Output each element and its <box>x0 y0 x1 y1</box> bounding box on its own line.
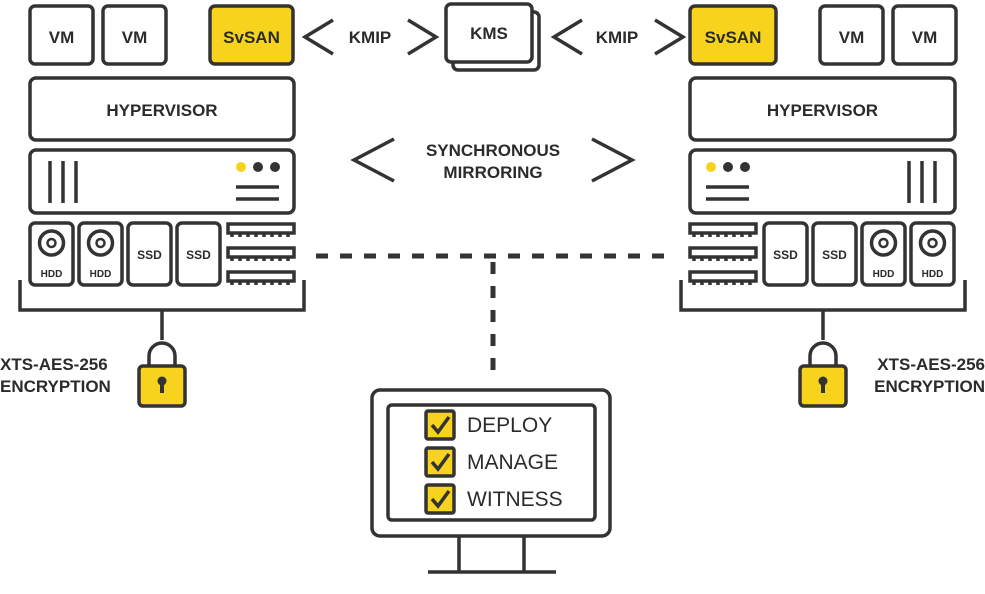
hdd-platter-icon <box>86 229 115 257</box>
left-drive-2-label: HDD <box>90 269 112 280</box>
memory-module-icon <box>226 222 296 235</box>
checkmark-icon <box>430 452 451 472</box>
left-encryption-line2: ENCRYPTION <box>0 377 111 396</box>
memory-module-icon <box>688 222 758 235</box>
kms-group: KMS KMIP KMIP <box>301 2 687 72</box>
checklist-item-deploy: DEPLOY <box>424 409 552 441</box>
left-drive-hdd-1: HDD <box>28 221 75 287</box>
left-drive-3-label: SSD <box>137 248 162 262</box>
left-memory-modules <box>226 222 296 285</box>
mirroring-line2: MIRRORING <box>443 163 542 182</box>
mirroring-arrow-right-icon <box>591 137 636 183</box>
left-vm-2-box <box>101 4 168 66</box>
left-drive-1-label: HDD <box>41 269 63 280</box>
mirroring-arrow-left-icon <box>350 137 395 183</box>
memory-module-icon <box>688 246 758 259</box>
right-kmip-arrow-left-icon <box>550 18 583 56</box>
right-kmip-label: KMIP <box>596 28 639 47</box>
left-drive-ssd-1: SSD <box>126 221 173 287</box>
management-monitor-icon: DEPLOY MANAGE WITNESS <box>370 388 612 574</box>
monitor-screen <box>386 403 597 522</box>
witness-checkbox-icon <box>424 483 456 515</box>
right-host: SvSAN VM VM HYPERVISOR SSD <box>679 4 985 408</box>
left-padlock-icon <box>137 341 187 408</box>
right-hypervisor-box <box>688 76 957 142</box>
memory-module-icon <box>226 270 296 283</box>
deploy-checkbox-icon <box>424 409 456 441</box>
right-server-led-1 <box>723 162 733 172</box>
right-padlock-icon <box>798 341 848 408</box>
right-server-led-yellow <box>706 162 716 172</box>
right-server-led-2 <box>740 162 750 172</box>
right-vm-1-box <box>818 4 885 66</box>
checkmark-icon <box>430 415 451 435</box>
right-drive-hdd-2: HDD <box>909 221 956 287</box>
right-svsan-box <box>688 4 778 66</box>
right-drive-ssd-2: SSD <box>811 221 858 287</box>
right-svsan-label: SvSAN <box>705 28 762 47</box>
right-vm-2-label: VM <box>912 28 938 47</box>
left-encryption-line1: XTS-AES-256 <box>0 355 108 374</box>
left-hypervisor-label: HYPERVISOR <box>106 101 217 120</box>
left-svsan-box <box>208 4 295 66</box>
network-links <box>316 253 675 372</box>
checkmark-icon <box>430 489 451 509</box>
left-kmip-arrow-right-icon <box>407 18 440 56</box>
witness-label: WITNESS <box>467 488 563 511</box>
right-drive-4-label: HDD <box>922 269 944 280</box>
right-drive-3-label: HDD <box>873 269 895 280</box>
left-vm-1-label: VM <box>49 28 75 47</box>
left-vm-1-box <box>28 4 95 66</box>
hdd-platter-icon <box>37 229 66 257</box>
right-kmip-arrow-right-icon <box>654 18 687 56</box>
right-drive-ssd-1: SSD <box>762 221 809 287</box>
right-vm-1-label: VM <box>839 28 865 47</box>
left-drive-4-label: SSD <box>186 248 211 262</box>
left-kmip-arrow-left-icon <box>301 18 334 56</box>
checklist-item-manage: MANAGE <box>424 446 558 478</box>
right-server-chassis <box>688 148 957 215</box>
left-drive-ssd-2: SSD <box>175 221 222 287</box>
right-memory-modules <box>688 222 758 285</box>
hdd-platter-icon <box>869 229 898 257</box>
deploy-label: DEPLOY <box>467 414 552 437</box>
left-server-led-2 <box>270 162 280 172</box>
hdd-platter-icon <box>918 229 947 257</box>
left-vm-2-label: VM <box>122 28 148 47</box>
memory-module-icon <box>226 246 296 259</box>
right-vm-2-box <box>891 4 958 66</box>
mirroring-line1: SYNCHRONOUS <box>426 141 560 160</box>
kms-label: KMS <box>470 24 508 43</box>
right-encryption-line2: ENCRYPTION <box>874 377 985 396</box>
right-encryption-line1: XTS-AES-256 <box>877 355 985 374</box>
right-hypervisor-label: HYPERVISOR <box>767 101 878 120</box>
kms-box <box>444 2 534 64</box>
manage-checkbox-icon <box>424 446 456 478</box>
memory-module-icon <box>688 270 758 283</box>
checklist-item-witness: WITNESS <box>424 483 563 515</box>
left-hypervisor-box <box>28 76 296 142</box>
right-drive-2-label: SSD <box>822 248 847 262</box>
left-drive-hdd-2: HDD <box>77 221 124 287</box>
left-kmip-label: KMIP <box>349 28 392 47</box>
right-drive-1-label: SSD <box>773 248 798 262</box>
left-server-chassis <box>28 148 296 215</box>
mirroring-group: SYNCHRONOUS MIRRORING <box>350 137 636 183</box>
manage-label: MANAGE <box>467 451 558 474</box>
left-svsan-label: SvSAN <box>223 28 280 47</box>
left-server-led-1 <box>253 162 263 172</box>
monitor-neck <box>457 536 526 572</box>
left-host: VM VM SvSAN HYPERVISOR HDD HDD <box>0 4 306 408</box>
left-server-led-yellow <box>236 162 246 172</box>
right-drive-hdd-1: HDD <box>860 221 907 287</box>
